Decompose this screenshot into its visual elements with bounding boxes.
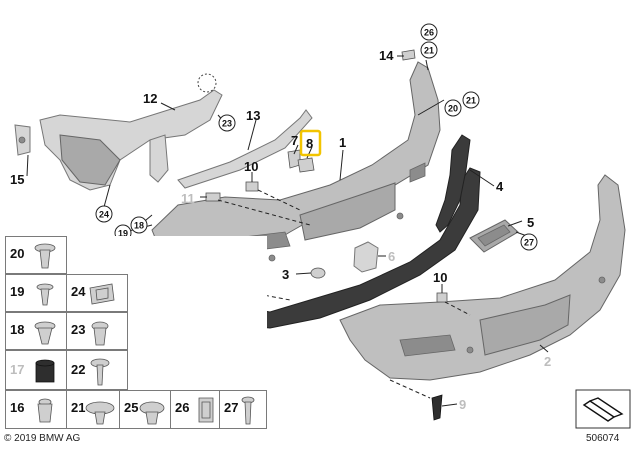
callout-2: 2 bbox=[544, 354, 551, 369]
circled-callout-21-mid: 21 bbox=[462, 91, 480, 109]
svg-text:19: 19 bbox=[118, 229, 128, 239]
grid-label-20: 20 bbox=[10, 246, 24, 261]
callout-12: 12 bbox=[143, 91, 157, 106]
grid-label-25: 25 bbox=[124, 400, 138, 415]
grid-label-22: 22 bbox=[71, 362, 85, 377]
grid-label-24: 24 bbox=[71, 284, 86, 299]
callout-14: 14 bbox=[379, 48, 394, 63]
fastener-26 bbox=[198, 397, 214, 423]
grid-label-23: 23 bbox=[71, 322, 85, 337]
callout-9: 9 bbox=[459, 397, 466, 412]
fastener-19 bbox=[36, 283, 54, 306]
grid-label-19: 19 bbox=[10, 284, 24, 299]
svg-text:23: 23 bbox=[222, 119, 232, 129]
fastener-22 bbox=[90, 358, 110, 386]
clip-11 bbox=[205, 192, 221, 202]
callout-6: 6 bbox=[388, 249, 395, 264]
callout-10-front: 10 bbox=[244, 159, 258, 174]
circled-callout-20: 20 bbox=[444, 99, 462, 117]
svg-text:26: 26 bbox=[424, 28, 434, 38]
fastener-23 bbox=[91, 321, 109, 346]
dashed-circle-marker bbox=[197, 73, 217, 93]
svg-text:18: 18 bbox=[134, 221, 144, 231]
callout-13: 13 bbox=[246, 108, 260, 123]
circled-callout-26: 26 bbox=[420, 23, 438, 41]
grid-label-27: 27 bbox=[224, 400, 238, 415]
bracket-7 bbox=[287, 149, 301, 169]
svg-text:21: 21 bbox=[466, 96, 476, 106]
clip-14 bbox=[401, 49, 416, 61]
highlight-box bbox=[299, 129, 322, 157]
callout-7: 7 bbox=[291, 133, 298, 148]
orientation-symbol bbox=[575, 389, 631, 429]
circled-callout-21-top: 21 bbox=[420, 41, 438, 59]
bumper-carrier-12 bbox=[14, 89, 223, 191]
callout-5: 5 bbox=[527, 215, 534, 230]
callout-10-rear: 10 bbox=[433, 270, 447, 285]
callout-15: 15 bbox=[10, 172, 24, 187]
fastener-20 bbox=[34, 243, 56, 269]
circled-callout-23: 23 bbox=[218, 114, 236, 132]
svg-text:27: 27 bbox=[524, 238, 534, 248]
cap-6 bbox=[353, 241, 379, 273]
svg-text:24: 24 bbox=[99, 210, 109, 220]
bracket-8 bbox=[297, 157, 315, 173]
diagram-number: 506074 bbox=[586, 433, 620, 444]
circled-callout-24: 24 bbox=[95, 205, 113, 223]
grid-label-16: 16 bbox=[10, 400, 24, 415]
callout-11: 11 bbox=[181, 191, 195, 206]
clip-10-rear bbox=[436, 292, 448, 303]
svg-text:20: 20 bbox=[448, 104, 458, 114]
fastener-25 bbox=[139, 401, 165, 425]
callout-1: 1 bbox=[339, 135, 346, 150]
fastener-24 bbox=[89, 283, 115, 305]
grid-label-21: 21 bbox=[71, 400, 85, 415]
grille-insert-5 bbox=[469, 219, 519, 253]
arch-trim-4 bbox=[435, 134, 471, 233]
clip-10-front bbox=[245, 181, 259, 192]
deflector-13 bbox=[177, 109, 313, 189]
fastener-27 bbox=[241, 396, 255, 425]
grid-label-18: 18 bbox=[10, 322, 24, 337]
fastener-18 bbox=[34, 321, 56, 345]
rear-bumper-2 bbox=[339, 174, 626, 381]
callout-3: 3 bbox=[282, 267, 289, 282]
circled-callout-18: 18 bbox=[130, 216, 148, 234]
fastener-21 bbox=[85, 401, 115, 425]
plug-3 bbox=[310, 267, 326, 279]
svg-text:21: 21 bbox=[424, 46, 434, 56]
fastener-16 bbox=[37, 398, 53, 423]
grid-label-26: 26 bbox=[175, 400, 189, 415]
callout-4: 4 bbox=[496, 179, 504, 194]
fastener-17 bbox=[35, 359, 55, 383]
copyright-text: © 2019 BMW AG bbox=[4, 433, 81, 444]
bracket-9 bbox=[431, 394, 443, 421]
circled-callout-27: 27 bbox=[520, 233, 538, 251]
callout-8: 8 bbox=[306, 136, 313, 151]
dashed-lines bbox=[209, 189, 471, 399]
grid-label-17: 17 bbox=[10, 362, 24, 377]
